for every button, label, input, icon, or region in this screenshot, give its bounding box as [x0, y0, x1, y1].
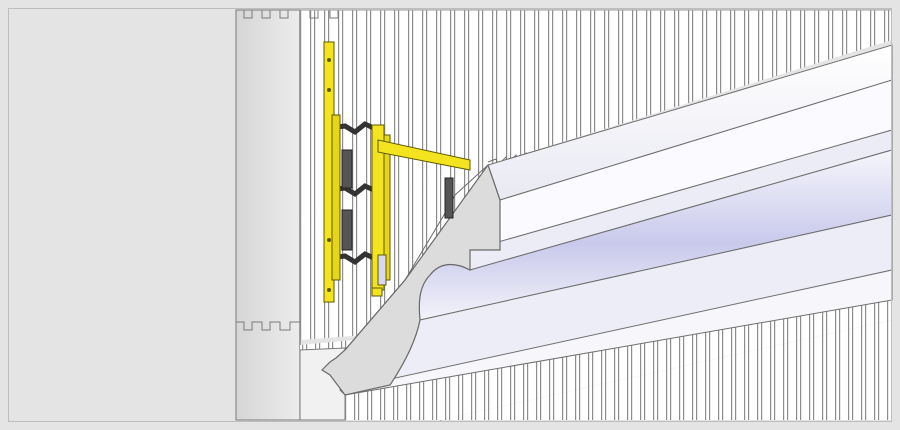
molding-bracket — [323, 41, 471, 303]
cornice-molding — [321, 44, 893, 396]
wall-side-face — [235, 9, 301, 421]
